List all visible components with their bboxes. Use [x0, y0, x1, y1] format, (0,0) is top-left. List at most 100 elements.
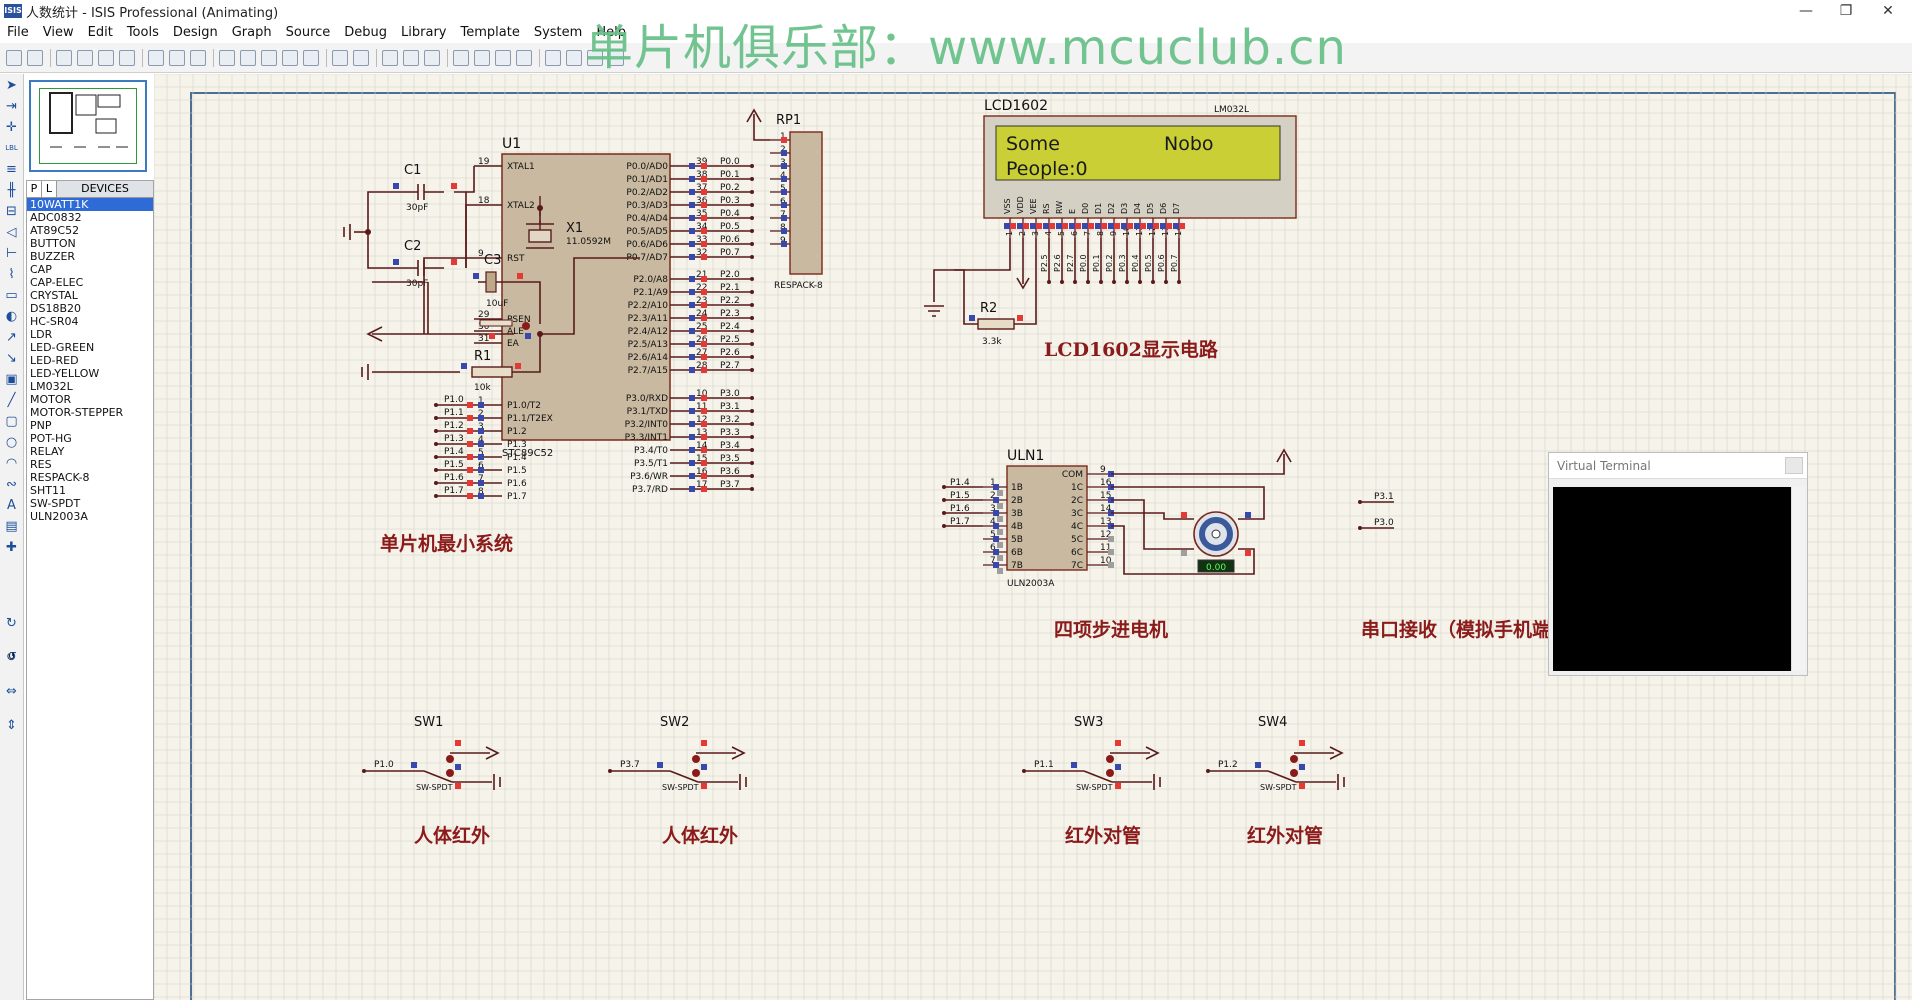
generator-icon[interactable]: ◐ — [5, 309, 18, 324]
copy-icon[interactable] — [424, 50, 440, 66]
virtual-terminal-scrollbar[interactable] — [1791, 487, 1805, 671]
save-icon[interactable] — [56, 50, 72, 66]
menu-library[interactable]: Library — [401, 25, 447, 40]
block-rotate-icon[interactable] — [516, 50, 532, 66]
wire-label-icon[interactable]: LBL — [5, 144, 18, 152]
device-list-item[interactable]: BUZZER — [30, 250, 76, 263]
device-list-item[interactable]: RESPACK-8 — [30, 471, 90, 484]
close-icon[interactable] — [1785, 457, 1803, 474]
import-icon[interactable] — [77, 50, 93, 66]
print-area-icon[interactable] — [148, 50, 164, 66]
undo-icon[interactable] — [353, 50, 369, 66]
menu-source[interactable]: Source — [285, 25, 331, 40]
pan-icon[interactable] — [240, 50, 256, 66]
rotate-cw-icon[interactable]: ↻ — [6, 616, 17, 631]
device-list-item[interactable]: LM032L — [30, 380, 73, 393]
menu-view[interactable]: View — [42, 25, 74, 40]
tape-icon[interactable]: ▭ — [5, 288, 18, 303]
overview-window[interactable] — [29, 80, 147, 172]
device-list-item[interactable]: AT89C52 — [30, 224, 80, 237]
device-list-item[interactable]: BUTTON — [30, 237, 76, 250]
probe-current-icon[interactable]: ↘ — [6, 351, 17, 366]
decompose-icon[interactable] — [608, 50, 624, 66]
device-list-item[interactable]: CRYSTAL — [30, 289, 78, 302]
library-manager-button[interactable]: L — [42, 181, 57, 197]
menu-design[interactable]: Design — [172, 25, 218, 40]
component-icon[interactable]: ⇥ — [6, 99, 17, 114]
origin-icon[interactable] — [219, 50, 235, 66]
arc-icon[interactable]: ◠ — [5, 456, 18, 471]
block-delete-icon[interactable] — [545, 50, 561, 66]
device-list-item[interactable]: ADC0832 — [30, 211, 82, 224]
refresh-icon[interactable] — [169, 50, 185, 66]
grid-icon[interactable] — [190, 50, 206, 66]
menu-debug[interactable]: Debug — [344, 25, 388, 40]
text-icon[interactable]: A — [7, 498, 16, 513]
subcircuit-icon[interactable]: ⊟ — [6, 204, 17, 219]
device-list-item[interactable]: SW-SPDT — [30, 497, 81, 510]
junction-icon[interactable]: ✛ — [6, 120, 17, 135]
device-list-item[interactable]: LED-RED — [30, 354, 79, 367]
device-list-item[interactable]: ULN2003A — [30, 510, 88, 523]
menu-file[interactable]: File — [7, 25, 29, 40]
redo-icon[interactable] — [382, 50, 398, 66]
device-list-item[interactable]: RES — [30, 458, 52, 471]
block-copy-icon[interactable] — [474, 50, 490, 66]
menu-tools[interactable]: Tools — [126, 25, 159, 40]
new-file-icon[interactable] — [6, 50, 22, 66]
device-list-item[interactable]: HC-SR04 — [30, 315, 79, 328]
device-list-item[interactable]: 10WATT1K — [27, 198, 153, 211]
device-list-item[interactable]: DS18B20 — [30, 302, 81, 315]
path-icon[interactable]: ∾ — [6, 477, 17, 492]
bus-icon[interactable]: ╫ — [7, 183, 16, 198]
menu-template[interactable]: Template — [460, 25, 520, 40]
device-list-item[interactable]: MOTOR-STEPPER — [30, 406, 124, 419]
device-list-item[interactable]: LED-GREEN — [30, 341, 95, 354]
device-list-item[interactable]: CAP-ELEC — [30, 276, 84, 289]
terminal-icon[interactable]: ◁ — [6, 225, 17, 240]
device-list-item[interactable]: LDR — [30, 328, 53, 341]
device-list-item[interactable]: PNP — [30, 419, 52, 432]
menu-graph[interactable]: Graph — [231, 25, 272, 40]
mirror-y-icon[interactable]: ⇕ — [6, 718, 17, 733]
line-icon[interactable]: ╱ — [7, 393, 16, 408]
circle-icon[interactable]: ○ — [5, 435, 18, 450]
menu-help[interactable]: Help — [596, 25, 626, 40]
zoom-all-icon[interactable] — [303, 50, 319, 66]
print-icon[interactable] — [119, 50, 135, 66]
cut-icon[interactable] — [403, 50, 419, 66]
device-list-item[interactable]: RELAY — [30, 445, 65, 458]
export-icon[interactable] — [98, 50, 114, 66]
device-list-item[interactable]: SHT11 — [30, 484, 66, 497]
device-list-item[interactable]: MOTOR — [30, 393, 72, 406]
paste-icon[interactable] — [453, 50, 469, 66]
menu-system[interactable]: System — [533, 25, 583, 40]
graph-icon[interactable]: ⌇ — [8, 267, 15, 282]
block-move-icon[interactable] — [495, 50, 511, 66]
zoom-in-icon[interactable] — [261, 50, 277, 66]
overview-viewport[interactable] — [39, 88, 137, 164]
virtual-terminal-window[interactable]: Virtual Terminal — [1548, 452, 1808, 676]
device-list-item[interactable]: POT-HG — [30, 432, 72, 445]
probe-voltage-icon[interactable]: ↗ — [6, 330, 17, 345]
minimize-button[interactable]: — — [1799, 3, 1813, 19]
mirror-x-icon[interactable]: ⇔ — [6, 684, 17, 699]
symbol-icon[interactable]: ▤ — [5, 519, 18, 534]
pick-device-icon[interactable] — [566, 50, 582, 66]
box-icon[interactable]: ▢ — [5, 414, 18, 429]
make-device-icon[interactable] — [587, 50, 603, 66]
close-button[interactable]: ✕ — [1882, 3, 1894, 19]
virtual-terminal-screen[interactable] — [1553, 487, 1791, 671]
zoom-area-icon[interactable] — [332, 50, 348, 66]
pick-devices-button[interactable]: P — [27, 181, 42, 197]
device-list-item[interactable]: CAP — [30, 263, 52, 276]
menu-edit[interactable]: Edit — [87, 25, 113, 40]
zoom-out-icon[interactable] — [282, 50, 298, 66]
maximize-button[interactable]: ❐ — [1839, 3, 1853, 19]
pin-icon[interactable]: ⊢ — [5, 246, 18, 261]
marker-icon[interactable]: ✚ — [6, 540, 17, 555]
instrument-icon[interactable]: ▣ — [5, 372, 18, 387]
device-list-item[interactable]: LED-YELLOW — [30, 367, 100, 380]
open-file-icon[interactable] — [27, 50, 43, 66]
